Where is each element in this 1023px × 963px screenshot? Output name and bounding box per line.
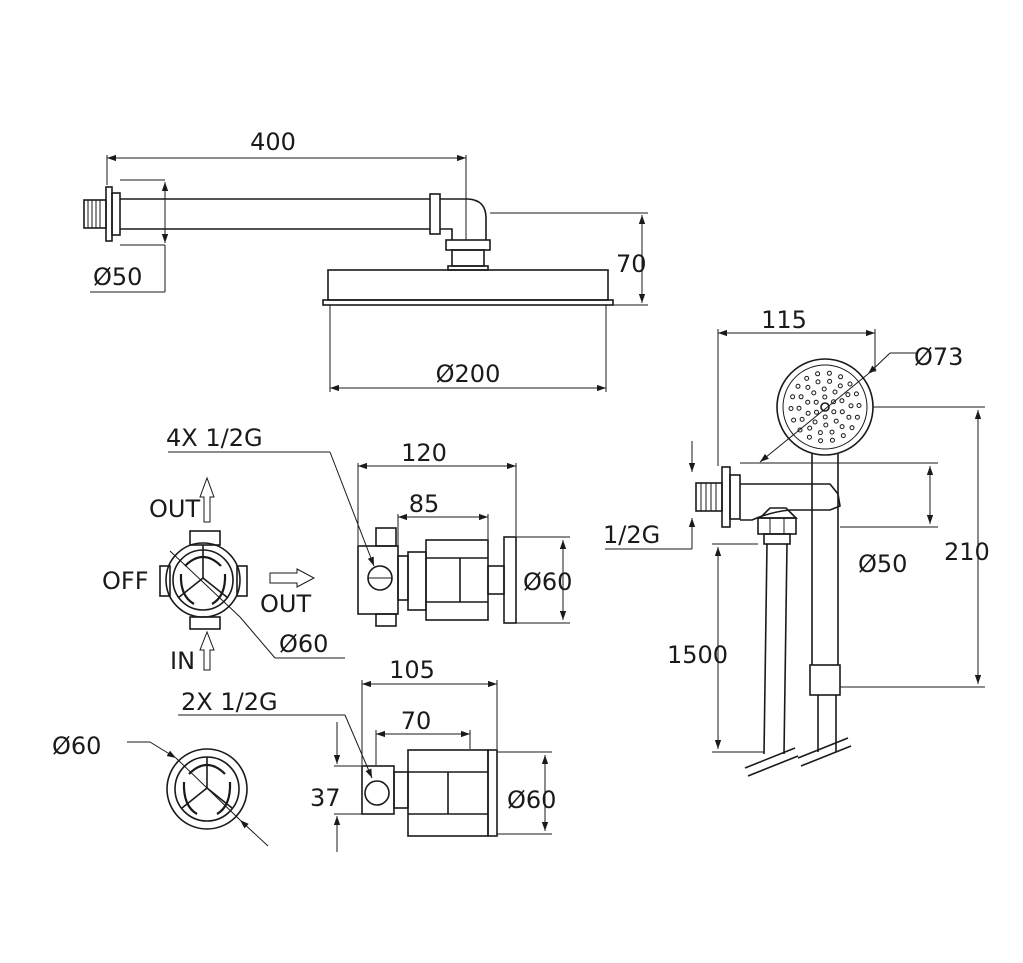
dim-hs-height: 210 <box>944 538 990 566</box>
diverter-valve-side <box>357 527 517 627</box>
nozzle <box>845 392 851 398</box>
nozzle <box>791 417 797 423</box>
nozzle <box>797 427 803 433</box>
nozzle <box>806 434 812 440</box>
nozzle <box>837 383 843 389</box>
nozzle <box>818 438 824 444</box>
dim-hose-len: 1500 <box>667 641 728 669</box>
nozzle <box>848 403 854 409</box>
nozzle <box>829 437 835 443</box>
nozzle <box>827 378 833 384</box>
nozzle <box>832 389 838 395</box>
nozzle <box>813 399 819 405</box>
nozzle <box>839 398 845 404</box>
nozzle <box>795 383 801 389</box>
nozzle <box>831 409 837 415</box>
dim-hs-dia: Ø73 <box>914 343 963 371</box>
dim-knob-dia-lower: Ø60 <box>52 732 101 760</box>
nozzle <box>833 418 839 424</box>
stop-knob-front <box>166 748 248 830</box>
dim-plate-dia-upper: Ø60 <box>523 568 572 596</box>
label-in: IN <box>170 647 195 675</box>
dim-knob-dia-upper: Ø60 <box>279 630 328 658</box>
nozzle <box>849 425 855 431</box>
label-out-right: OUT <box>260 590 311 618</box>
dim-hs-width: 115 <box>761 306 807 334</box>
nozzle <box>796 405 802 411</box>
nozzle <box>839 409 845 415</box>
label-out-top: OUT <box>149 495 200 523</box>
nozzle <box>814 409 819 415</box>
nozzle <box>823 422 829 428</box>
nozzle <box>788 406 794 411</box>
dim-valve-105: 105 <box>389 656 435 684</box>
nozzle <box>812 419 818 425</box>
dim-arm-length: 400 <box>250 128 296 156</box>
nozzle <box>840 433 846 439</box>
nozzle <box>815 371 821 377</box>
spray-nozzles <box>788 370 862 444</box>
nozzle <box>856 403 862 408</box>
nozzle <box>826 370 832 376</box>
nozzle <box>805 410 811 416</box>
nozzle <box>839 424 845 430</box>
nozzle <box>817 430 823 436</box>
nozzle <box>822 414 828 420</box>
nozzle <box>815 379 821 385</box>
dim-valve-85: 85 <box>409 490 440 518</box>
dim-valve-120: 120 <box>401 439 447 467</box>
dim-valve-70: 70 <box>401 707 432 735</box>
nozzle <box>829 429 835 435</box>
nozzle <box>799 416 805 422</box>
nozzle <box>838 374 844 380</box>
nozzle <box>831 399 836 405</box>
nozzle <box>853 391 859 397</box>
dim-flange-dia: Ø50 <box>93 263 142 291</box>
hand-shower-view <box>695 358 874 777</box>
nozzle <box>804 375 810 381</box>
label-off: OFF <box>102 567 149 595</box>
nozzle <box>805 384 811 390</box>
diverter-knob-front <box>159 530 248 630</box>
nozzle <box>805 399 811 405</box>
nozzle <box>854 414 860 420</box>
nozzle <box>798 394 804 400</box>
nozzle <box>846 414 852 420</box>
label-outlet-thread: 1/2G <box>603 521 660 549</box>
nozzle <box>822 394 828 400</box>
dim-outlet-dia: Ø50 <box>858 550 907 578</box>
dim-head-dia: Ø200 <box>436 360 501 388</box>
nozzle <box>807 425 813 431</box>
nozzle <box>811 390 817 396</box>
shower-arm-view <box>83 186 614 306</box>
dim-height-37: 37 <box>310 784 341 812</box>
nozzle <box>821 386 827 392</box>
label-inlets-4x: 4X 1/2G <box>166 424 263 452</box>
dim-head-drop: 70 <box>616 250 647 278</box>
stop-valve-side <box>361 749 498 837</box>
label-inlets-2x: 2X 1/2G <box>181 688 278 716</box>
nozzle <box>847 381 853 387</box>
dim-plate-dia-lower: Ø60 <box>507 786 556 814</box>
nozzle <box>790 394 796 400</box>
